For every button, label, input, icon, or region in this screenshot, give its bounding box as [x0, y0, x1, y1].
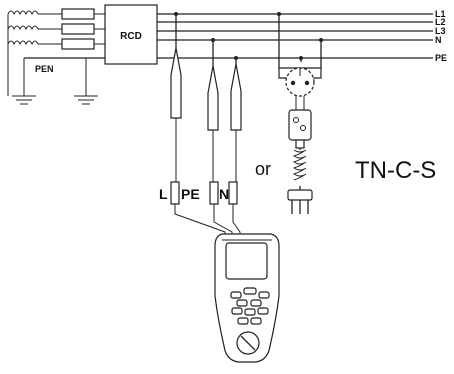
fuse-leads	[38, 13, 105, 45]
line-label-pe: PE	[435, 53, 447, 63]
probe-pe	[207, 40, 219, 182]
probe-n	[230, 58, 242, 182]
fuses	[61, 8, 95, 50]
probe-connectors: L PE N	[159, 181, 238, 205]
line-label-n: N	[435, 35, 442, 45]
measuring-instrument	[174, 204, 280, 363]
socket-outlet	[278, 14, 322, 97]
distribution-lines	[24, 13, 433, 59]
or-label: or	[255, 159, 271, 179]
plug-adapter	[287, 96, 313, 214]
line-labels: L1 L2 L3 N PE	[435, 9, 447, 63]
pen-label: PEN	[35, 64, 54, 74]
line-label-l3: L3	[435, 26, 446, 36]
instrument-display	[225, 242, 268, 280]
line-label-l1: L1	[435, 9, 446, 19]
junction-dots	[174, 12, 323, 60]
incoming-conductors	[23, 58, 87, 96]
probe-label-n: N	[219, 186, 229, 202]
rcd-device: RCD	[104, 4, 158, 65]
ground-symbol-left	[12, 95, 36, 105]
ground-symbol-right	[74, 95, 98, 105]
system-type-label: TN-C-S	[355, 157, 436, 184]
probe-label-pe: PE	[181, 186, 200, 202]
probe-l	[170, 14, 182, 182]
probe-label-l: L	[159, 186, 168, 202]
line-label-l2: L2	[435, 17, 446, 27]
supply-transformer-coils	[7, 10, 39, 96]
rcd-label: RCD	[120, 31, 142, 42]
